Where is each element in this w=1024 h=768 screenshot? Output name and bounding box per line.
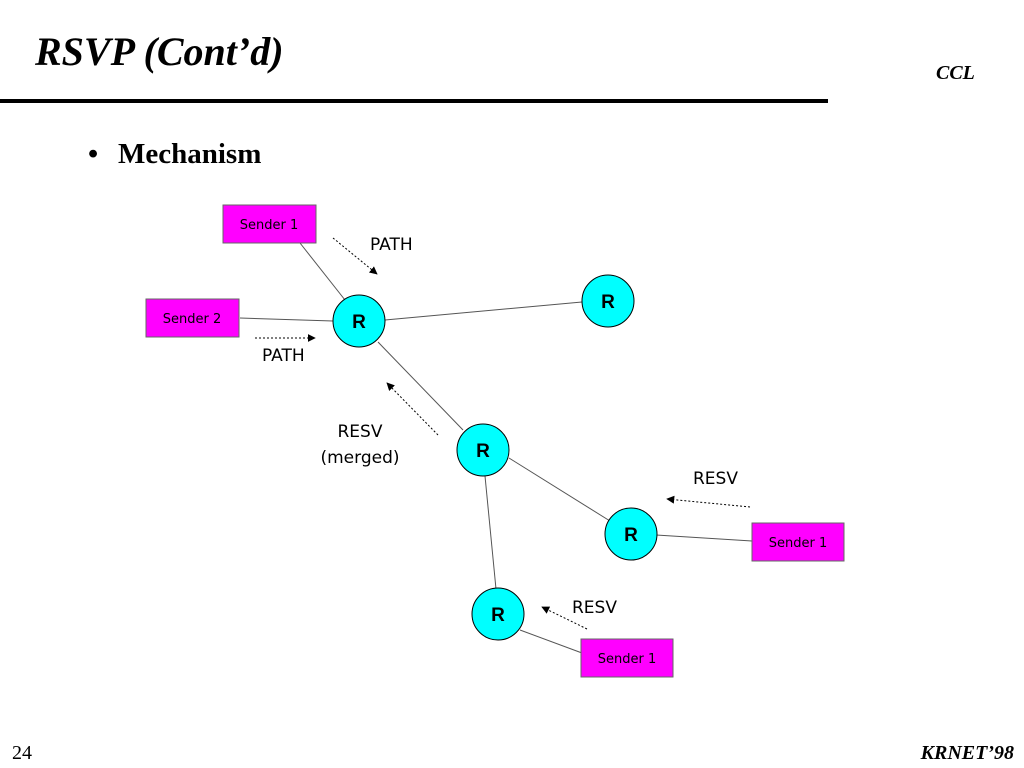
link-sender2-r1 [239, 317, 334, 322]
message-arrows [255, 237, 751, 630]
sender-label: Sender 1 [769, 536, 828, 551]
router-label: R [491, 605, 505, 626]
sender-box-top-left: Sender 1 [222, 204, 317, 244]
link-r1-r2 [384, 301, 583, 321]
link-r5-sender1 [519, 629, 583, 654]
router-label: R [476, 441, 490, 462]
slide-title: RSVP (Cont’d) [35, 29, 284, 74]
router-r4: R [604, 507, 658, 561]
resv-arrow-right [666, 495, 751, 508]
bullet-item: • Mechanism [88, 138, 261, 171]
org-label: CCL [936, 62, 975, 84]
sender-box-bottom: Sender 1 [580, 638, 674, 678]
resv-arrow-bottom [541, 606, 588, 630]
sender-label: Sender 1 [240, 218, 299, 233]
resv-label-right: RESV [693, 469, 738, 489]
link-sender1-r1 [299, 242, 346, 301]
router-label: R [601, 292, 615, 313]
path-arrow-top [332, 237, 378, 275]
link-r1-r3 [377, 341, 464, 431]
resv-merged-label-line1: RESV [338, 422, 383, 442]
links [239, 242, 753, 654]
link-r4-sender1 [655, 534, 753, 542]
bullet-text: Mechanism [118, 138, 262, 170]
path-label-top: PATH [370, 235, 413, 255]
footer-label: KRNET’98 [920, 742, 1014, 764]
router-r3: R [456, 423, 510, 477]
resv-arrow-merged [386, 382, 439, 436]
sender-box-left: Sender 2 [145, 298, 240, 338]
path-label-left: PATH [262, 346, 305, 366]
router-r2: R [581, 274, 635, 328]
page-number: 24 [12, 742, 32, 764]
link-r3-r4 [508, 457, 611, 522]
router-label: R [624, 525, 638, 546]
sender-label: Sender 2 [163, 312, 222, 327]
link-r3-r5 [484, 475, 497, 590]
router-label: R [352, 312, 366, 333]
router-r1: R [332, 294, 386, 348]
title-divider [0, 99, 828, 103]
sender-label: Sender 1 [598, 652, 657, 667]
resv-merged-label-line2: (merged) [320, 448, 399, 468]
resv-label-bottom: RESV [572, 598, 617, 618]
router-r5: R [471, 587, 525, 641]
bullet-dot: • [88, 138, 99, 170]
sender-box-right: Sender 1 [751, 522, 845, 562]
